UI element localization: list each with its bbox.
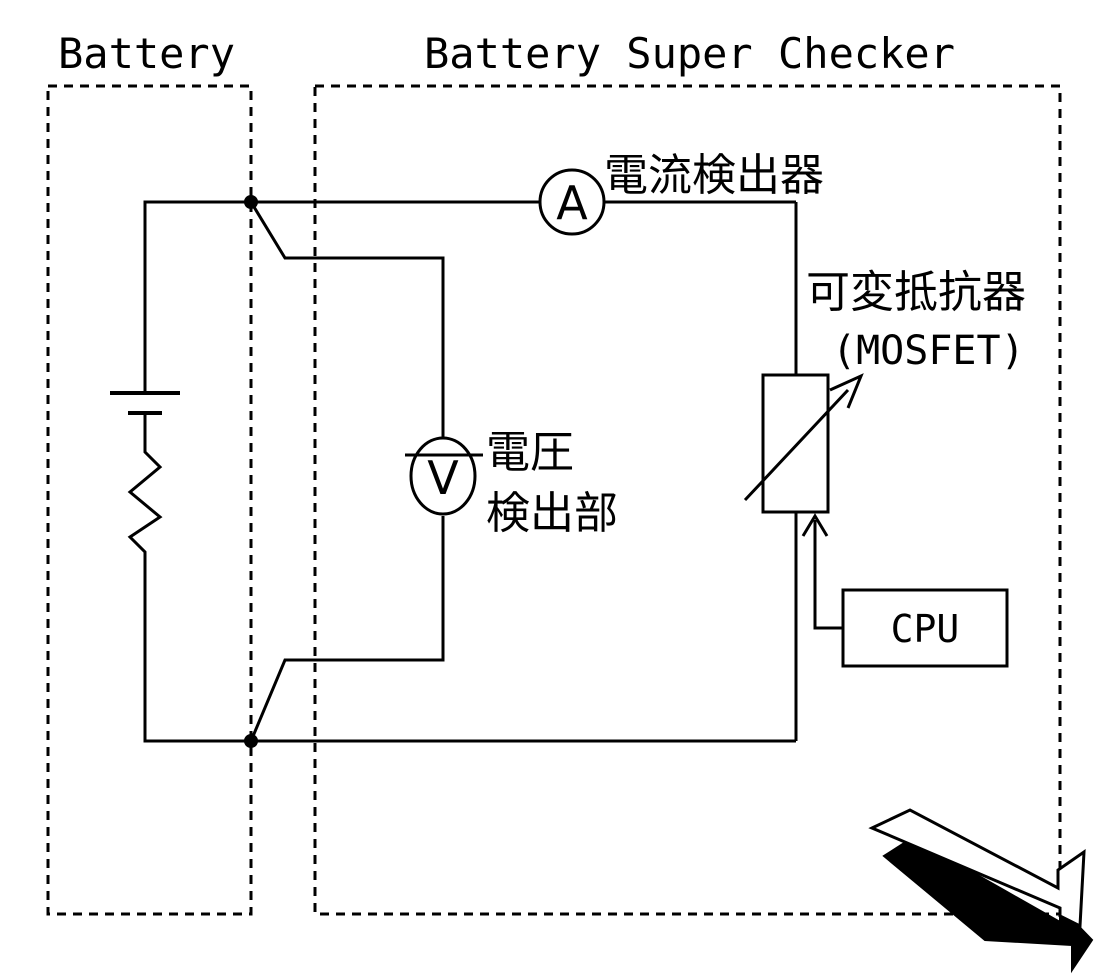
ammeter-circle [538,168,606,236]
checker-boundary [313,84,1062,916]
battery-title: Battery [58,29,235,78]
ammeter-symbol: A [556,176,588,230]
cpu-control-arrow-head [801,513,829,537]
variable-resistor-arrow-shaft [743,388,850,502]
voltage-sense-bottom-lead [249,516,445,742]
mosfet-label: (MOSFET) [832,328,1025,374]
battery-boundary [46,84,253,916]
voltmeter-symbol: V [427,451,459,505]
corner-arrow-icon [868,808,1094,974]
voltage-sense-top-lead [249,201,445,440]
internal-resistance [127,413,251,743]
cpu-box [841,588,1009,668]
voltmeter-ellipse [409,436,477,516]
cpu-control-line [813,520,843,630]
voltage-detector-label-1: 電圧 [486,427,574,478]
variable-resistor-label: 可変抵抗器 [806,267,1026,318]
voltage-detector-label-2: 検出部 [486,488,618,539]
current-detector-label: 電流検出器 [604,150,824,201]
variable-resistor-body [761,373,830,514]
variable-resistor-arrow-head [829,373,864,409]
checker-title: Battery Super Checker [424,29,955,78]
battery-top-wire [143,200,251,393]
cpu-label: CPU [891,607,960,651]
